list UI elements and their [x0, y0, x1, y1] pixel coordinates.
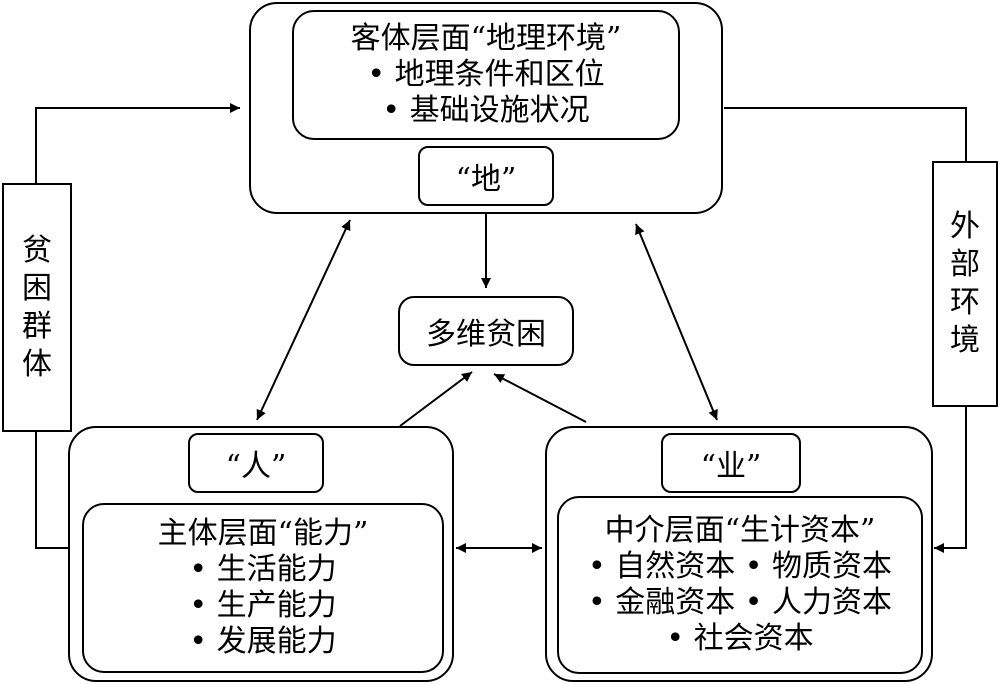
- capability-bullet-production: • 生产能力: [189, 588, 337, 623]
- arrow-left-to-center: [399, 371, 473, 427]
- livelihood-bullet-natural-physical: • 自然资本 • 物质资本: [588, 549, 892, 584]
- livelihood-inner-box: 中介层面“生计资本” • 自然资本 • 物质资本 • 金融资本 • 人力资本 •…: [557, 496, 923, 674]
- poor-group-char-2: 困: [22, 270, 52, 306]
- external-environment-label: 外 部 环 境: [932, 161, 998, 407]
- poor-group-char-4: 体: [22, 346, 52, 382]
- geography-bullet-location: • 地理条件和区位: [367, 57, 605, 92]
- arrow-left-top: [256, 219, 351, 421]
- arrow-right-top: [635, 223, 718, 421]
- geography-heading: 客体层面“地理环境”: [350, 21, 622, 56]
- external-env-char-2: 部: [950, 247, 980, 282]
- multidimensional-poverty-box: 多维贫困: [398, 296, 574, 366]
- geography-inner-box: 客体层面“地理环境” • 地理条件和区位 • 基础设施状况: [292, 10, 680, 140]
- poor-group-char-1: 贫: [22, 232, 52, 268]
- tag-di: “地”: [418, 146, 554, 206]
- capability-bullet-living: • 生活能力: [189, 552, 337, 587]
- tag-ren: “人”: [188, 433, 324, 493]
- capability-bullet-development: • 发展能力: [189, 624, 337, 659]
- capability-heading: 主体层面“能力”: [157, 516, 369, 551]
- external-env-char-3: 环: [950, 285, 980, 320]
- livelihood-bullet-financial-human: • 金融资本 • 人力资本: [588, 585, 892, 620]
- poor-group-label: 贫 困 群 体: [2, 183, 72, 432]
- geography-bullet-infrastructure: • 基础设施状况: [382, 93, 590, 128]
- tag-ye: “业”: [661, 433, 801, 493]
- external-env-char-4: 境: [950, 323, 980, 358]
- livelihood-bullet-social: • 社会资本: [666, 621, 814, 656]
- poor-group-char-3: 群: [22, 308, 52, 344]
- arrow-right-to-center: [493, 373, 587, 423]
- capability-inner-box: 主体层面“能力” • 生活能力 • 生产能力 • 发展能力: [82, 503, 444, 673]
- external-env-char-1: 外: [950, 209, 980, 244]
- livelihood-heading: 中介层面“生计资本”: [604, 513, 876, 548]
